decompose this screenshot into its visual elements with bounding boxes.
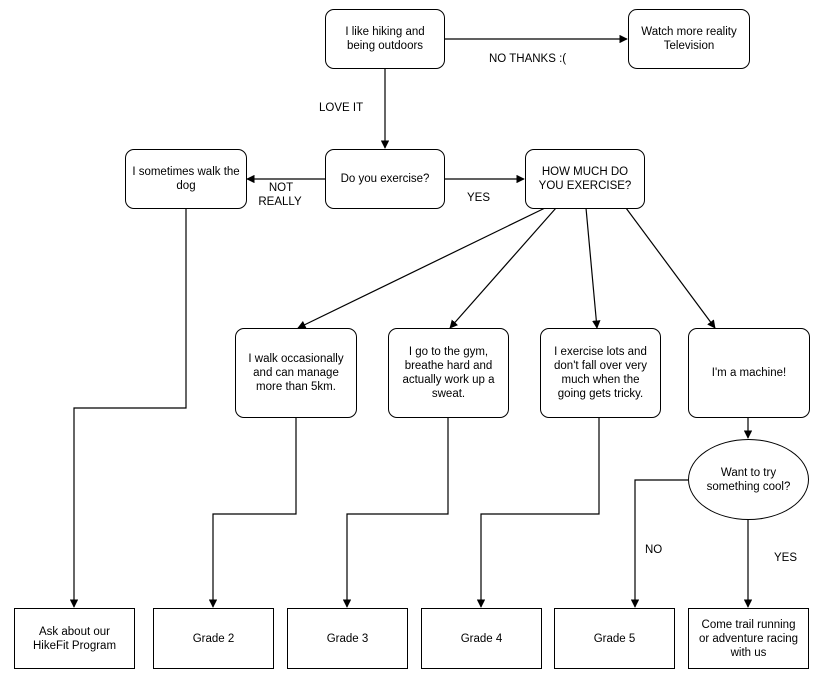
node-grade4: Grade 4 xyxy=(421,608,542,669)
node-trail-running: Come trail running or adventure racing w… xyxy=(688,608,809,669)
node-try-cool-text: Want to try something cool? xyxy=(706,466,791,493)
edge-walk-dog-to-hikefit xyxy=(69,209,187,608)
node-try-cool: Want to try something cool? xyxy=(688,439,809,520)
edge-gym-to-grade3 xyxy=(342,418,449,608)
node-walk-dog: I sometimes walk the dog xyxy=(125,149,247,209)
edge-how-much-to-walk-occasionally xyxy=(297,207,546,329)
node-gym-text: I go to the gym, breathe hard and actual… xyxy=(402,346,495,400)
node-exercise-lots: I exercise lots and don't fall over very… xyxy=(540,328,661,418)
edge-how-much-to-machine xyxy=(625,207,716,329)
label-not-really-line1: NOT xyxy=(268,182,294,194)
node-exercise-question-text: Do you exercise? xyxy=(340,173,430,185)
node-how-much-text: HOW MUCH DO YOU EXERCISE? xyxy=(538,166,632,192)
node-exercise-question: Do you exercise? xyxy=(325,149,445,209)
node-grade4-text: Grade 4 xyxy=(460,632,503,645)
label-yes-cool: YES xyxy=(774,552,798,564)
edge-try-cool-to-grade5 xyxy=(630,479,688,608)
edge-how-much-to-gym xyxy=(449,207,557,329)
edge-exercise-lots-to-grade4 xyxy=(476,418,600,608)
node-machine-text: I'm a machine! xyxy=(711,367,787,379)
label-no-cool: NO xyxy=(645,544,663,556)
node-hikefit-text: Ask about our HikeFit Program xyxy=(32,625,117,652)
node-hiking-text: I like hiking and being outdoors xyxy=(345,26,425,52)
node-gym: I go to the gym, breathe hard and actual… xyxy=(388,328,509,418)
node-walk-occasionally: I walk occasionally and can manage more … xyxy=(235,328,357,418)
node-grade3-text: Grade 3 xyxy=(326,632,369,645)
node-grade2: Grade 2 xyxy=(153,608,274,669)
node-trail-running-text: Come trail running or adventure racing w… xyxy=(698,618,799,659)
label-love-it: LOVE IT xyxy=(319,102,364,114)
node-grade5: Grade 5 xyxy=(554,608,675,669)
label-yes-exercise: YES xyxy=(467,192,491,204)
label-no-thanks: NO THANKS :( xyxy=(489,53,567,65)
node-exercise-lots-text: I exercise lots and don't fall over very… xyxy=(554,346,647,400)
node-walk-occasionally-text: I walk occasionally and can manage more … xyxy=(248,353,344,393)
node-reality-tv-text: Watch more reality Television xyxy=(641,26,737,52)
node-machine: I'm a machine! xyxy=(688,328,810,418)
node-grade3: Grade 3 xyxy=(287,608,408,669)
node-walk-dog-text: I sometimes walk the dog xyxy=(132,166,240,192)
node-reality-tv: Watch more reality Television xyxy=(628,9,750,69)
node-grade5-text: Grade 5 xyxy=(593,632,636,645)
node-hikefit: Ask about our HikeFit Program xyxy=(14,608,135,669)
node-grade2-text: Grade 2 xyxy=(192,632,235,645)
edge-how-much-to-exercise-lots xyxy=(585,207,601,329)
label-not-really-line2: REALLY xyxy=(258,196,302,208)
edge-walk-occasionally-to-grade2 xyxy=(208,418,297,608)
node-hiking: I like hiking and being outdoors xyxy=(325,9,445,69)
node-how-much: HOW MUCH DO YOU EXERCISE? xyxy=(525,149,645,209)
